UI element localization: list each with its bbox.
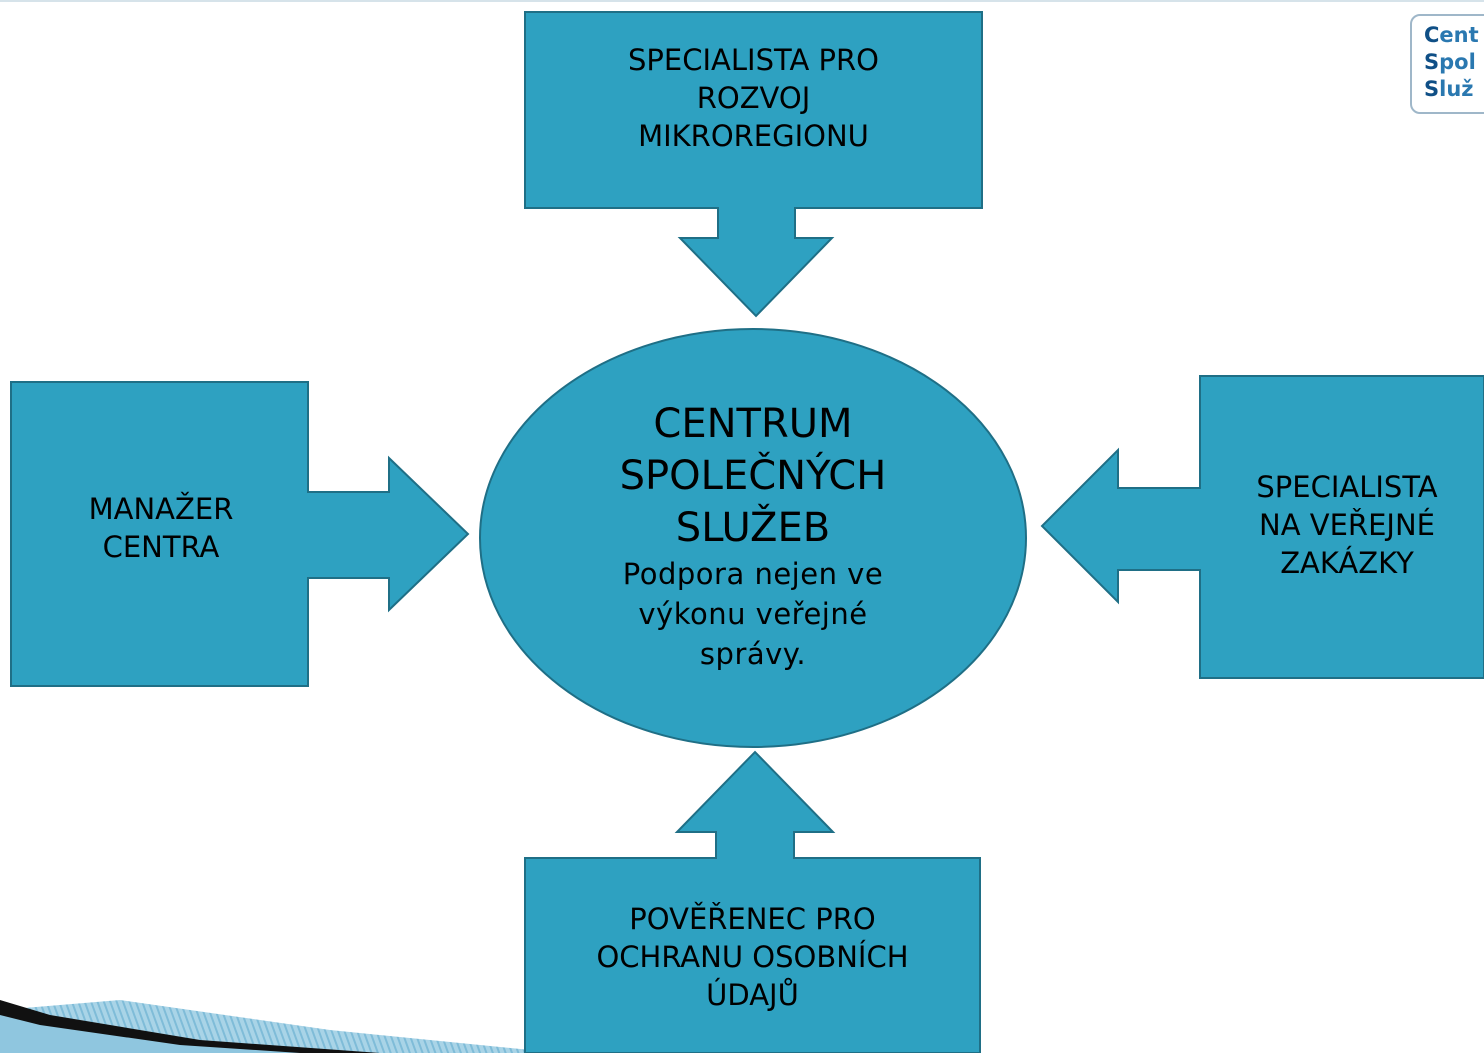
- logo-line: Služ: [1424, 77, 1474, 101]
- center-title: CENTRUM SPOLEČNÝCH SLUŽEB: [620, 398, 887, 554]
- center-title-line: SLUŽEB: [675, 505, 831, 551]
- callout-left-line: MANAŽER: [88, 492, 234, 526]
- callout-top-label: SPECIALISTA PRO ROZVOJ MIKROREGIONU: [525, 40, 982, 156]
- center-ellipse[interactable]: [479, 328, 1027, 748]
- center-subtitle-line: výkonu veřejné: [638, 597, 868, 631]
- top-border-line: [0, 0, 1484, 2]
- center-title-line: CENTRUM: [653, 401, 853, 447]
- logo-line: Spol: [1424, 50, 1476, 74]
- callout-top-shape[interactable]: [524, 11, 983, 318]
- callout-left-shape[interactable]: [10, 381, 470, 687]
- callout-left-line: CENTRA: [102, 530, 220, 564]
- callout-bottom-line: OCHRANU OSOBNÍCH: [596, 940, 909, 974]
- callout-right-label: SPECIALISTA NA VEŘEJNÉ ZAKÁZKY: [1210, 460, 1484, 590]
- callout-left-label: MANAŽER CENTRA: [11, 478, 311, 578]
- callout-bottom-shape[interactable]: [524, 750, 981, 1053]
- callout-top-line: SPECIALISTA PRO: [628, 43, 879, 77]
- logo-line: Cent: [1424, 23, 1479, 47]
- center-subtitle-line: správy.: [699, 637, 807, 671]
- center-subtitle: Podpora nejen ve výkonu veřejné správy.: [623, 554, 883, 674]
- callout-bottom-label: POVĚŘENEC PRO OCHRANU OSOBNÍCH ÚDAJŮ: [525, 892, 980, 1022]
- callout-bottom-line: ÚDAJŮ: [706, 978, 799, 1012]
- callout-right-shape[interactable]: [1040, 375, 1484, 679]
- logo: Cent Spol Služ: [1410, 14, 1484, 114]
- corner-decoration: [0, 1000, 560, 1053]
- callout-right-line: NA VEŘEJNÉ: [1259, 508, 1435, 542]
- center-label: CENTRUM SPOLEČNÝCH SLUŽEB Podpora nejen …: [540, 380, 966, 692]
- callout-top-line: ROZVOJ: [696, 81, 811, 115]
- callout-right-line: ZAKÁZKY: [1280, 546, 1414, 580]
- callout-bottom-line: POVĚŘENEC PRO: [629, 902, 876, 936]
- callout-right-line: SPECIALISTA: [1256, 470, 1438, 504]
- center-subtitle-line: Podpora nejen ve: [622, 557, 884, 591]
- corner-stripe-mid: [0, 1015, 300, 1053]
- callout-top-line: MIKROREGIONU: [638, 119, 869, 153]
- center-title-line: SPOLEČNÝCH: [619, 453, 887, 499]
